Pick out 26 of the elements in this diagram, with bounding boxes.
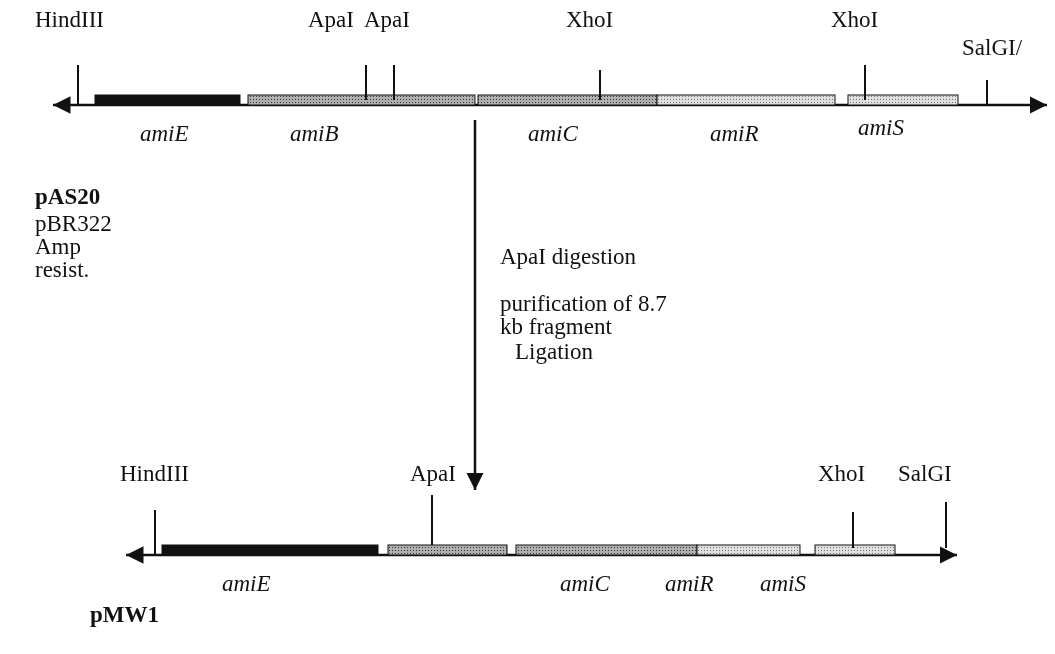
restriction-site-label: XhoI: [566, 8, 614, 31]
gene-label: amiS: [760, 572, 806, 595]
gene-label: amiR: [665, 572, 714, 595]
gene-label: amiR: [710, 122, 759, 145]
plasmid-note: pBR322 Amp resist.: [35, 212, 113, 281]
arrow: [466, 120, 484, 490]
restriction-site-label: HindIII: [35, 8, 104, 31]
restriction-site-label: HindIII: [120, 462, 189, 485]
gene-label: amiE: [222, 572, 271, 595]
restriction-site-label: ApaI: [410, 462, 456, 485]
restriction-site-label: ApaI: [364, 8, 410, 31]
plasmid-name: pMW1: [90, 603, 159, 626]
gene-label: amiS: [858, 116, 904, 139]
gene-label: amiE: [140, 122, 189, 145]
gene-label: amiB: [290, 122, 339, 145]
restriction-site-label: XhoI: [831, 8, 879, 31]
step-note: purification of 8.7 kb fragment: [500, 292, 668, 338]
restriction-site-label: XhoI: [818, 462, 866, 485]
plasmid-name: pAS20: [35, 185, 101, 208]
gene-label: amiC: [560, 572, 610, 595]
gene-label: amiC: [528, 122, 578, 145]
step-note: Ligation: [515, 340, 593, 363]
step-note: ApaI digestion: [500, 245, 637, 268]
restriction-site-label: ApaI: [308, 8, 354, 31]
restriction-site-label: SalGI: [898, 462, 952, 485]
restriction-site-label: SalGI/: [962, 36, 1023, 59]
